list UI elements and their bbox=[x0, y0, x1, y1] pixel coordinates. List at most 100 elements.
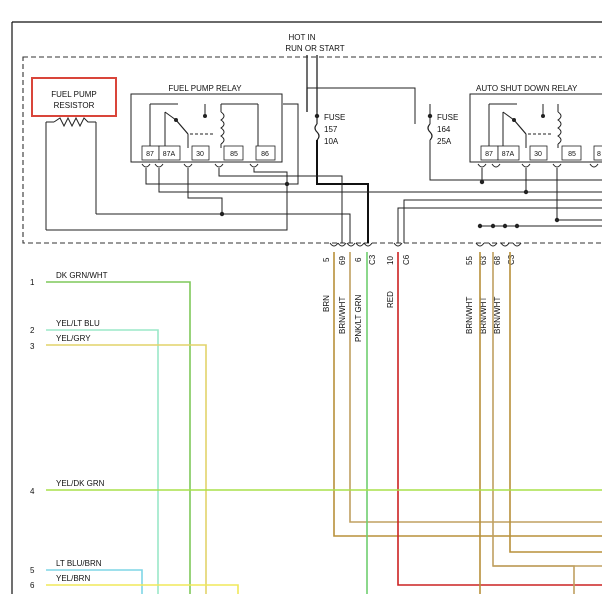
asd-relay-arm bbox=[513, 119, 527, 135]
asd-cup-87a bbox=[491, 163, 501, 168]
fuse-164-feed bbox=[306, 87, 416, 124]
wire-label-brnwht-1: BRN/WHT bbox=[338, 297, 347, 334]
junction-505-226 bbox=[502, 223, 508, 229]
left-wire-label-3: YEL/GRY bbox=[56, 334, 91, 343]
left-wire-num-6: 6 bbox=[30, 581, 35, 590]
wire-label-brnwht-4: BRN/WHT bbox=[493, 297, 502, 334]
asd-relay-label: AUTO SHUT DOWN RELAY bbox=[476, 84, 578, 93]
module-dashed-box bbox=[22, 56, 602, 244]
fp-terminal-85-label: 85 bbox=[230, 151, 238, 158]
junction-asd-30 bbox=[523, 189, 529, 195]
asd-terminal-85-label: 85 bbox=[568, 151, 576, 158]
harness-wire-red bbox=[397, 252, 602, 586]
pin-label-c3a: C3 bbox=[368, 254, 377, 265]
wire-label-red: RED bbox=[386, 291, 395, 308]
left-wire-5 bbox=[46, 569, 143, 594]
fuse-157-label: FUSE bbox=[324, 113, 345, 122]
fp-terminal-85 bbox=[223, 145, 244, 161]
left-wire-label-5: LT BLU/BRN bbox=[56, 559, 102, 568]
left-wire-1 bbox=[46, 281, 191, 594]
left-wire-label-6: YEL/BRN bbox=[56, 574, 90, 583]
left-wire-num-2: 2 bbox=[30, 326, 35, 335]
harness-wire-brnwht-1 bbox=[349, 252, 602, 523]
harness-wire-brnwht-4 bbox=[509, 252, 602, 553]
asd-terminal-87a-label: 87A bbox=[502, 151, 515, 158]
pin-label-10: 10 bbox=[386, 256, 395, 265]
wire-label-pnkltgrn: PNK/LT GRN bbox=[354, 295, 363, 342]
fuse-164-label: FUSE bbox=[437, 113, 458, 122]
fp-terminal-30-label: 30 bbox=[196, 151, 204, 158]
asd-terminal-30-label: 30 bbox=[534, 151, 542, 158]
fuse-164-rating: 25A bbox=[437, 137, 452, 146]
junction-517-226 bbox=[514, 223, 520, 229]
pin-label-69: 69 bbox=[338, 256, 347, 265]
fp-terminal-86-label: 86 bbox=[261, 151, 269, 158]
junction-493-226 bbox=[490, 223, 496, 229]
asd-terminal-87a bbox=[497, 145, 520, 161]
connector-cups bbox=[329, 242, 522, 247]
asd-cup-86 bbox=[589, 163, 599, 168]
fuel-pump-resistor-highlight bbox=[31, 77, 117, 117]
fp-cup-87a bbox=[154, 163, 164, 168]
fp-relay-87a-link bbox=[164, 111, 177, 121]
fuse-157-number: 157 bbox=[324, 125, 338, 134]
asd-relay-87a-link bbox=[502, 111, 515, 121]
left-wire-3 bbox=[46, 344, 207, 594]
wire-287-up bbox=[283, 103, 299, 185]
wire-label-brn: BRN bbox=[322, 295, 331, 312]
fuse-164-number: 164 bbox=[437, 125, 451, 134]
wire-fp-87a-out bbox=[158, 168, 602, 193]
asd-terminal-86-label: 8 bbox=[597, 151, 601, 158]
fuse-164-symbol bbox=[427, 123, 433, 141]
pin-label-55: 55 bbox=[465, 256, 474, 265]
pin-label-6: 6 bbox=[354, 257, 363, 262]
wire-fp-85-out bbox=[218, 168, 343, 243]
resistor-symbol bbox=[53, 116, 96, 128]
junction-480-226 bbox=[477, 223, 483, 229]
fp-cup-30 bbox=[183, 163, 193, 168]
pin-label-5: 5 bbox=[322, 257, 331, 262]
fp-terminal-87a-label: 87A bbox=[163, 151, 176, 158]
left-wire-2 bbox=[46, 329, 159, 594]
fp-terminal-86 bbox=[255, 145, 276, 161]
fp-relay-coil bbox=[220, 111, 225, 145]
asd-relay-box bbox=[469, 93, 602, 163]
fuel-pump-relay-box bbox=[130, 93, 283, 163]
fp-cup-85 bbox=[214, 163, 224, 168]
fp-cup-86 bbox=[249, 163, 259, 168]
pin-label-c3b: C3 bbox=[507, 254, 516, 265]
left-wire-num-3: 3 bbox=[30, 342, 35, 351]
left-wire-label-4: YEL/DK GRN bbox=[56, 479, 105, 488]
asd-terminal-85 bbox=[561, 145, 582, 161]
pin-label-63: 63 bbox=[479, 256, 488, 265]
asd-terminal-87-label: 87 bbox=[485, 151, 493, 158]
asd-cup-85 bbox=[552, 163, 562, 168]
wire-fp-86-out bbox=[46, 168, 288, 231]
harness-wire-brn bbox=[333, 252, 602, 537]
fp-terminal-87-label: 87 bbox=[146, 151, 154, 158]
fuse-157-rating: 10A bbox=[324, 137, 339, 146]
left-wire-num-1: 1 bbox=[30, 278, 35, 287]
wire-right-bus-2 bbox=[403, 199, 602, 243]
asd-cup-87 bbox=[477, 163, 487, 168]
hot-in-label: HOT IN bbox=[289, 33, 316, 42]
junction-asd-85 bbox=[554, 217, 560, 223]
fp-cup-87 bbox=[141, 163, 151, 168]
fp-relay-arm bbox=[175, 119, 189, 135]
asd-terminal-30 bbox=[529, 145, 548, 161]
fuse-164-out bbox=[429, 140, 602, 181]
harness-wire-brnwht-5 bbox=[493, 565, 575, 594]
asd-cup-30 bbox=[521, 163, 531, 168]
wire-fp-87-out bbox=[145, 168, 287, 185]
left-wire-6 bbox=[46, 584, 239, 594]
left-wire-num-4: 4 bbox=[30, 487, 35, 496]
left-wire-num-5: 5 bbox=[30, 566, 35, 575]
fuel-pump-resistor-line1: FUEL PUMP bbox=[51, 90, 97, 99]
left-wire-label-1: DK GRN/WHT bbox=[56, 271, 108, 280]
wire-fp-30-out bbox=[187, 168, 223, 214]
wire-label-brnwht-2: BRN/WHT bbox=[465, 297, 474, 334]
fuse-157-symbol bbox=[314, 123, 320, 141]
run-or-start-label: RUN OR START bbox=[285, 44, 344, 53]
fp-terminal-30 bbox=[191, 145, 210, 161]
